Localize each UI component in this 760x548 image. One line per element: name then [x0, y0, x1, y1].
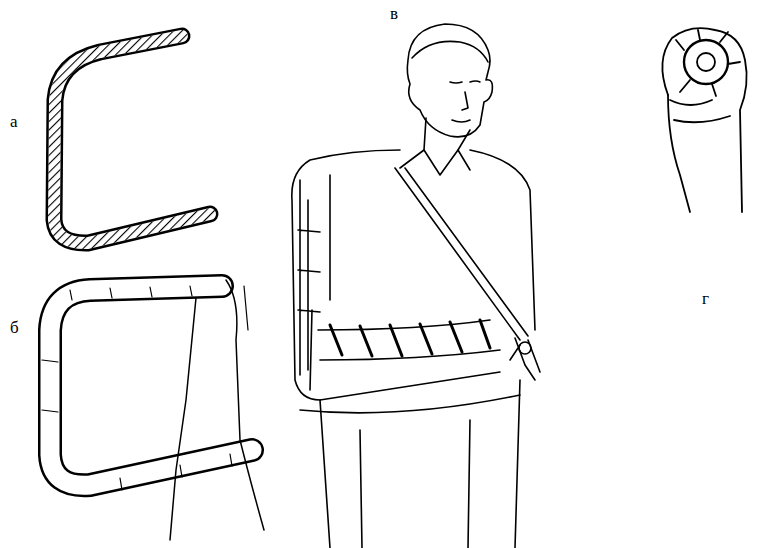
figure-letter: в — [388, 4, 400, 23]
patient-figure — [292, 24, 540, 548]
padded-splint — [42, 280, 264, 540]
hand-with-roll — [662, 28, 746, 212]
figure-letter: г — [700, 289, 711, 308]
bent-splint — [54, 36, 210, 243]
figure-letter: б — [8, 318, 21, 337]
figure-letter: а — [8, 112, 20, 131]
